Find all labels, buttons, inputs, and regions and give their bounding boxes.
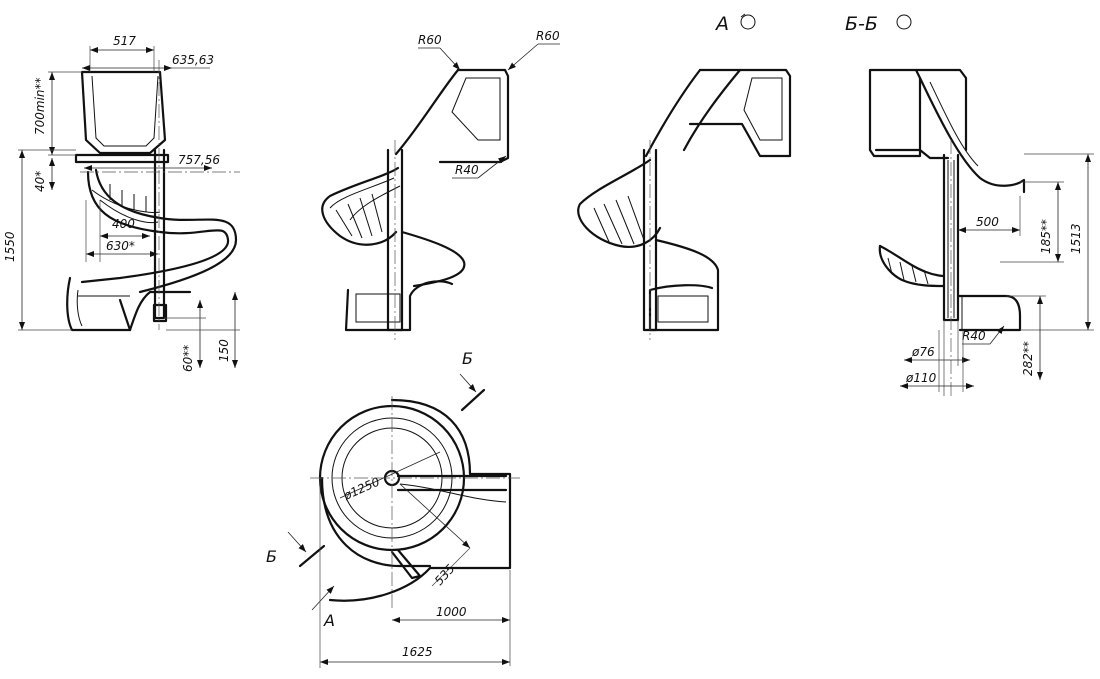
r60-left-label: R60	[418, 33, 442, 47]
view-b-label: Б-Б	[845, 13, 878, 35]
dim-d1250: ø1250	[341, 474, 383, 503]
r60-right-label: R60	[536, 29, 560, 43]
dim-500: 500	[976, 215, 999, 229]
dim-630: 630*	[106, 239, 135, 253]
cut-label-top: Б	[462, 349, 473, 368]
dim-635-63: 635,63	[172, 53, 214, 67]
dim-535: 535	[432, 562, 458, 588]
dim-60: 60**	[181, 345, 195, 372]
front-dimensions: 517 635,63 700min** 40* 757,56 1550 400 …	[3, 34, 240, 372]
dim-r40: R40	[962, 329, 986, 343]
dim-757-56: 757,56	[178, 153, 220, 167]
front-view	[66, 60, 240, 332]
dim-1000: 1000	[436, 605, 467, 619]
dim-1625: 1625	[402, 645, 433, 659]
dim-d110: ø110	[905, 371, 937, 385]
view-b-rotate-icon	[896, 14, 912, 30]
section-dimensions: 500 185** 1513 R40 ø76 ø110 282**	[900, 153, 1094, 396]
dim-d76: ø76	[911, 345, 935, 359]
top-dimensions: Б Б А ø1250 535 1000 1625	[266, 349, 511, 668]
dim-1550: 1550	[3, 231, 17, 262]
view-arrow-label: А	[323, 611, 335, 630]
dim-150: 150	[217, 339, 231, 362]
r40-label: R40	[455, 163, 479, 177]
dim-40: 40*	[33, 171, 47, 192]
dim-700min: 700min**	[33, 77, 47, 135]
side-dimensions: R60 R60 R40	[418, 29, 560, 179]
top-view	[287, 373, 520, 611]
dim-1513: 1513	[1069, 223, 1083, 254]
view-a: А	[577, 13, 792, 340]
section-b-b: Б-Б	[845, 13, 1026, 396]
dim-282: 282**	[1021, 341, 1035, 376]
side-view	[321, 68, 510, 340]
dim-517: 517	[113, 34, 136, 48]
dim-400: 400	[112, 217, 135, 231]
view-a-label: А	[714, 13, 729, 35]
cut-label-left: Б	[266, 547, 277, 566]
dim-185: 185**	[1039, 219, 1053, 254]
view-a-rotate-icon	[740, 14, 756, 30]
